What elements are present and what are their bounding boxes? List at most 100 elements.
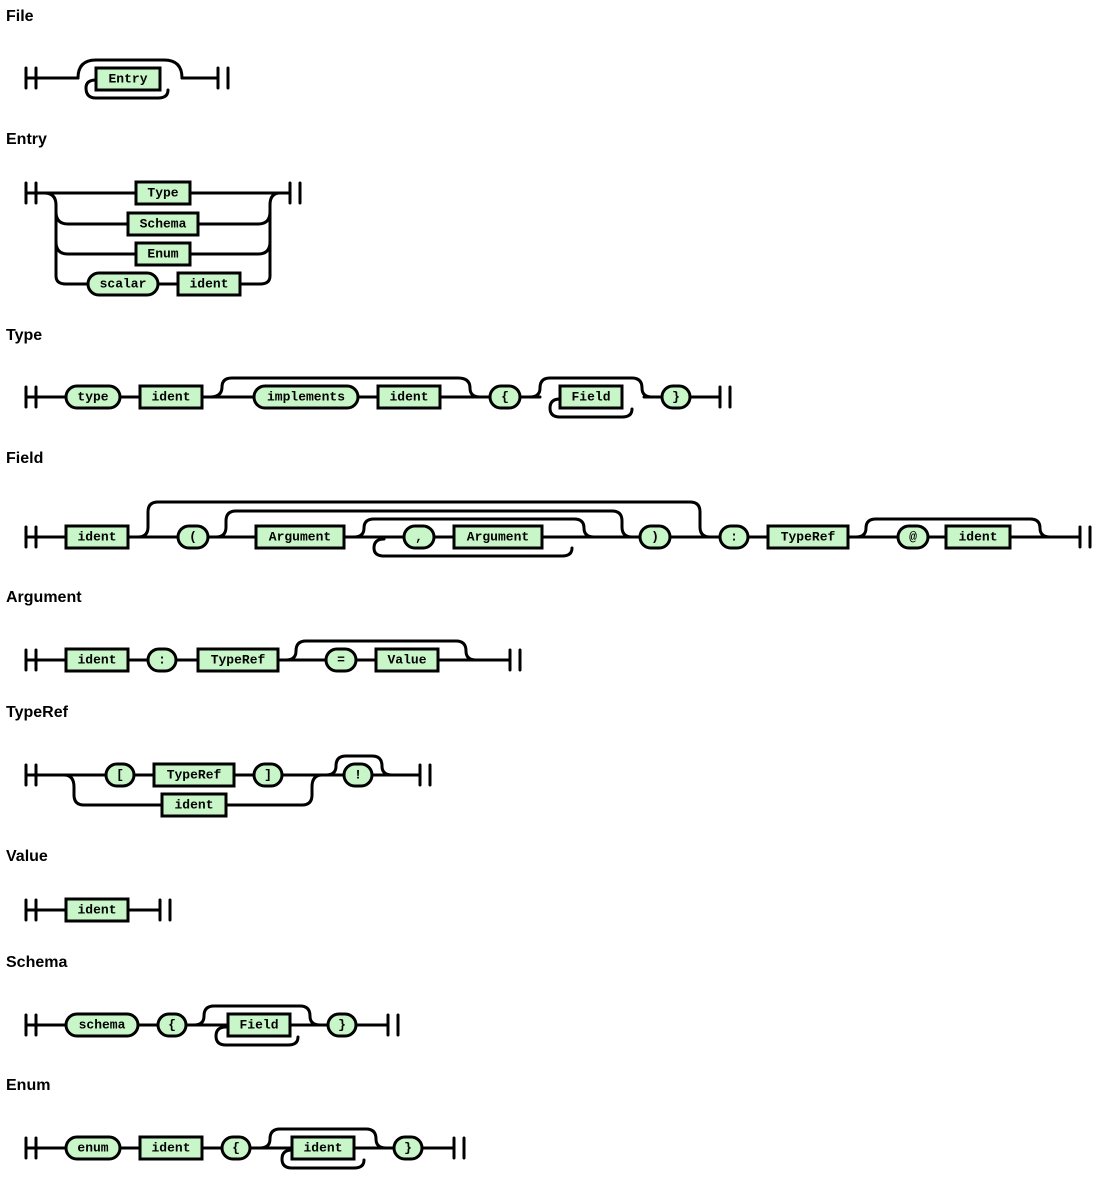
diagram-value: ident: [24, 897, 172, 923]
diagram-field: ident ( Argument , Argument ) : TypeRef: [24, 500, 1092, 558]
rule-title-field: Field: [6, 450, 44, 467]
terminal-pill[interactable]: implements: [252, 384, 360, 410]
token-label: @: [909, 530, 917, 545]
nonterminal-box[interactable]: Field: [558, 384, 624, 410]
diagram-typeref: [ TypeRef ] ident !: [24, 754, 432, 818]
token-label: (: [189, 530, 197, 545]
nonterminal-box[interactable]: Value: [374, 647, 440, 673]
token-label: enum: [77, 1141, 108, 1156]
token-label: Entry: [108, 72, 147, 87]
terminal-pill[interactable]: }: [392, 1135, 424, 1161]
diagram-argument: ident : TypeRef = Value: [24, 639, 522, 673]
rule-title-argument: Argument: [6, 589, 82, 606]
terminal-pill[interactable]: [: [104, 762, 136, 788]
rule-title-typeref: TypeRef: [6, 704, 68, 721]
nonterminal-box[interactable]: ident: [64, 524, 130, 550]
nonterminal-box[interactable]: Argument: [254, 524, 346, 550]
token-label: ident: [77, 903, 116, 918]
token-label: =: [337, 653, 345, 668]
nonterminal-box[interactable]: ident: [290, 1135, 356, 1161]
token-label: Argument: [269, 530, 331, 545]
nonterminal-box[interactable]: ident: [160, 792, 228, 818]
nonterminal-box[interactable]: ident: [944, 524, 1012, 550]
token-label: }: [404, 1141, 412, 1156]
rule-title-value: Value: [6, 848, 48, 865]
diagram-schema: schema { Field }: [24, 1004, 400, 1047]
token-label: ,: [415, 530, 423, 545]
token-label: ident: [189, 277, 228, 292]
token-label: !: [354, 768, 362, 783]
nonterminal-box[interactable]: Entry: [94, 66, 162, 92]
token-label: Field: [239, 1018, 278, 1033]
token-label: ident: [151, 390, 190, 405]
terminal-pill[interactable]: }: [326, 1012, 358, 1038]
token-label: implements: [267, 390, 345, 405]
token-label: Field: [571, 390, 610, 405]
token-label: {: [232, 1141, 240, 1156]
terminal-pill[interactable]: :: [146, 647, 178, 673]
token-label: ident: [77, 653, 116, 668]
token-label: [: [116, 768, 124, 783]
nonterminal-box[interactable]: ident: [138, 1135, 204, 1161]
token-label: Type: [147, 186, 178, 201]
token-label: ident: [77, 530, 116, 545]
terminal-pill[interactable]: scalar: [86, 271, 160, 297]
token-label: ]: [264, 768, 272, 783]
terminal-pill[interactable]: @: [896, 524, 930, 550]
nonterminal-box[interactable]: ident: [376, 384, 442, 410]
terminal-pill[interactable]: {: [220, 1135, 252, 1161]
token-label: ): [651, 530, 659, 545]
terminal-pill[interactable]: ]: [252, 762, 284, 788]
token-label: TypeRef: [781, 530, 836, 545]
token-label: schema: [79, 1018, 126, 1033]
rule-title-entry: Entry: [6, 131, 47, 148]
diagram-enum: enum ident { ident }: [24, 1127, 466, 1170]
terminal-pill[interactable]: ,: [402, 524, 436, 550]
token-label: ident: [389, 390, 428, 405]
rule-title-enum: Enum: [6, 1077, 51, 1094]
nonterminal-box[interactable]: Field: [226, 1012, 292, 1038]
token-label: TypeRef: [211, 653, 266, 668]
token-label: ident: [958, 530, 997, 545]
token-label: type: [77, 390, 108, 405]
token-label: ident: [303, 1141, 342, 1156]
nonterminal-box[interactable]: ident: [138, 384, 204, 410]
token-label: {: [501, 390, 509, 405]
nonterminal-box[interactable]: TypeRef: [196, 647, 280, 673]
nonterminal-box[interactable]: TypeRef: [152, 762, 236, 788]
rule-title-type: Type: [6, 327, 43, 344]
terminal-pill[interactable]: }: [660, 384, 692, 410]
terminal-pill[interactable]: enum: [64, 1135, 122, 1161]
diagram-type: type ident implements ident { Field }: [24, 376, 732, 419]
terminal-pill[interactable]: =: [324, 647, 358, 673]
nonterminal-box[interactable]: Enum: [134, 241, 192, 267]
nonterminal-box[interactable]: ident: [64, 897, 130, 923]
rule-title-schema: Schema: [6, 954, 68, 971]
token-label: :: [158, 653, 166, 668]
terminal-pill[interactable]: :: [718, 524, 750, 550]
terminal-pill[interactable]: ): [638, 524, 672, 550]
terminal-pill[interactable]: {: [488, 384, 522, 410]
nonterminal-box[interactable]: Argument: [452, 524, 544, 550]
token-label: Enum: [147, 247, 178, 262]
token-label: scalar: [100, 277, 147, 292]
terminal-pill[interactable]: !: [342, 762, 374, 788]
diagram-entry: Type Schema Enum scalar ident: [24, 180, 302, 297]
nonterminal-box[interactable]: Type: [134, 180, 192, 206]
nonterminal-box[interactable]: ident: [64, 647, 130, 673]
token-label: :: [730, 530, 738, 545]
terminal-pill[interactable]: {: [156, 1012, 188, 1038]
diagram-file: Entry: [24, 58, 230, 100]
nonterminal-box[interactable]: Schema: [126, 211, 200, 237]
terminal-pill[interactable]: (: [176, 524, 210, 550]
terminal-pill[interactable]: type: [64, 384, 122, 410]
token-label: }: [338, 1018, 346, 1033]
token-label: Argument: [467, 530, 529, 545]
token-label: ident: [151, 1141, 190, 1156]
rule-title-file: File: [6, 8, 34, 25]
token-label: TypeRef: [167, 768, 222, 783]
nonterminal-box[interactable]: ident: [176, 271, 242, 297]
nonterminal-box[interactable]: TypeRef: [766, 524, 850, 550]
terminal-pill[interactable]: schema: [64, 1012, 140, 1038]
